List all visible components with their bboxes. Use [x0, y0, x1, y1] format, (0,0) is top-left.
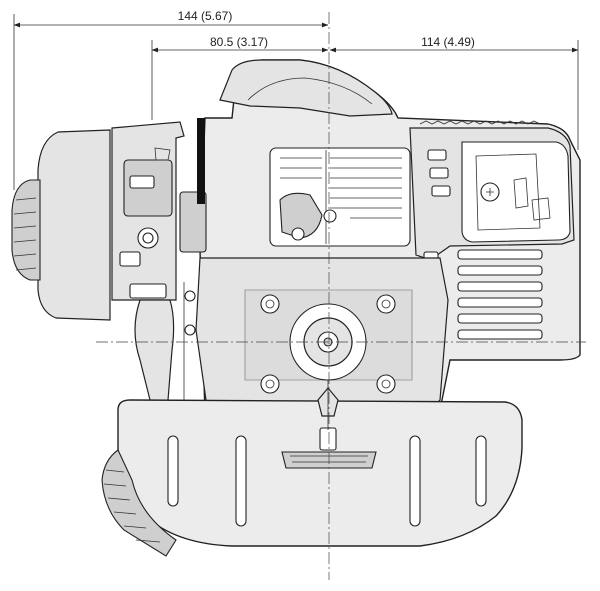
center-lines [96, 12, 586, 580]
recoil-knob [101, 449, 177, 557]
intake-grille [269, 147, 411, 247]
air-filter-cover [37, 129, 111, 321]
dimension-label-right-of-center: 114 (4.49) [421, 35, 475, 49]
mounting-bolts [149, 290, 396, 394]
cylinder-ridges [419, 120, 541, 125]
fan-housing-ribs [167, 435, 487, 527]
dimension-lines [13, 14, 579, 190]
dimension-label-overall: 144 (5.67) [178, 9, 233, 23]
fan-housing [117, 399, 523, 547]
side-bracket [134, 299, 175, 407]
engine-body [11, 59, 581, 557]
separator-strip [197, 118, 205, 204]
top-cover [219, 59, 393, 117]
air-filter-knob [11, 179, 41, 281]
muffler-cover [461, 141, 571, 243]
carburetor [111, 121, 207, 301]
dimension-label-left-of-center: 80.5 (3.17) [210, 35, 268, 49]
cooling-fins [457, 249, 543, 340]
